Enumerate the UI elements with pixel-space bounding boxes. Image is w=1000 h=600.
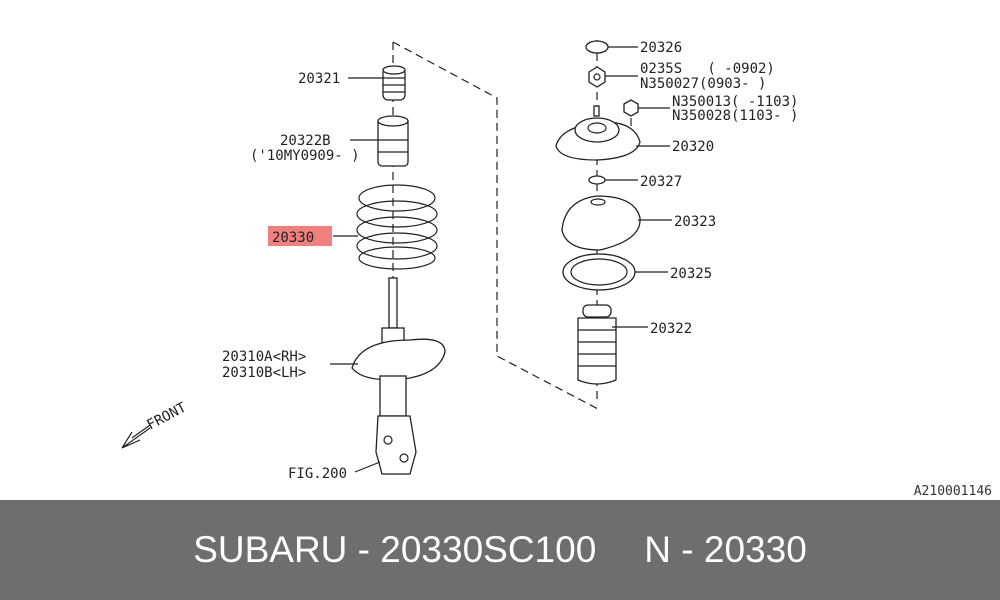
- part-20310-strut[interactable]: [351, 277, 446, 475]
- label-20330: 20330: [272, 230, 314, 246]
- label-20323: 20323: [674, 214, 716, 230]
- part-nut[interactable]: [588, 66, 606, 88]
- part-20321[interactable]: [382, 65, 406, 101]
- part-20322b[interactable]: [377, 115, 409, 167]
- part-20330-coil-spring[interactable]: [356, 184, 438, 270]
- part-flange-nut[interactable]: [623, 99, 639, 117]
- label-20322b-note: ('10MY0909- ): [250, 148, 360, 164]
- part-20326-cap[interactable]: [585, 40, 609, 54]
- highlight-20330: [268, 226, 332, 246]
- label-20322: 20322: [650, 321, 692, 337]
- part-20325-seat-rubber[interactable]: [562, 253, 636, 291]
- label-20320: 20320: [672, 139, 714, 155]
- part-20322-dust-boot[interactable]: [577, 304, 617, 385]
- part-20327-washer[interactable]: [588, 175, 606, 185]
- footer-brand-part: SUBARU - 20330SC100: [193, 529, 597, 570]
- label-20310a: 20310A<RH>: [222, 349, 306, 365]
- label-n350028: N350028(1103- ): [672, 108, 798, 124]
- label-20326: 20326: [640, 40, 682, 56]
- label-front: FRONT: [144, 399, 189, 433]
- label-20327: 20327: [640, 174, 682, 190]
- assembly-guide-line: [392, 41, 601, 411]
- label-20322b: 20322B: [280, 133, 331, 149]
- label-20310b: 20310B<LH>: [222, 365, 306, 381]
- footer-number: N - 20330: [644, 529, 807, 570]
- front-arrow-icon: [121, 424, 151, 449]
- parts-diagram: 20321 20322B ('10MY0909- ) 20330 20310A<…: [121, 40, 798, 482]
- footer-banner: SUBARU - 20330SC100 N - 20330: [0, 500, 1000, 600]
- label-0235s: 0235S ( -0902): [640, 61, 775, 77]
- label-n350013: N350013( -1103): [672, 94, 798, 110]
- diagram-code: A210001146: [913, 484, 992, 499]
- label-20321: 20321: [298, 71, 340, 87]
- label-n350027: N350027(0903- ): [640, 76, 766, 92]
- label-20325: 20325: [670, 266, 712, 282]
- label-fig-200: FIG.200: [288, 466, 347, 482]
- part-20320-strut-mount[interactable]: [555, 105, 641, 161]
- part-20323-spring-seat[interactable]: [561, 195, 641, 251]
